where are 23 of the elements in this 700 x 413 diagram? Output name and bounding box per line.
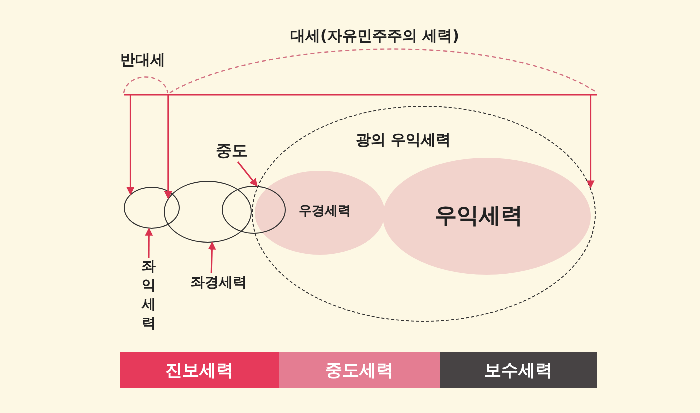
bracket-label: 반대세 bbox=[112, 50, 174, 70]
band-label: 중도세력 bbox=[326, 360, 394, 382]
band-label: 보수세력 bbox=[484, 360, 552, 382]
color-band bbox=[120, 352, 279, 388]
text-label: 중도 bbox=[212, 140, 252, 162]
dashed-ellipse bbox=[252, 106, 596, 322]
color-band bbox=[279, 352, 440, 388]
ellipse-label: 우경세력 bbox=[299, 203, 351, 220]
arrow bbox=[586, 95, 595, 189]
bracket-label: 대세(자유민주주의 세력) bbox=[275, 26, 475, 46]
ellipse-label: 우익세력 bbox=[435, 203, 523, 231]
leader-line bbox=[237, 162, 258, 187]
ellipse bbox=[124, 187, 180, 229]
arrow bbox=[164, 95, 172, 200]
ellipse bbox=[164, 181, 252, 243]
group-label: 광의 우익세력 bbox=[356, 131, 452, 150]
leader-line bbox=[208, 242, 216, 274]
arrow bbox=[126, 95, 135, 196]
text-label: 좌경세력 bbox=[182, 273, 256, 293]
text-label: 좌익세력 bbox=[140, 258, 158, 334]
color-band bbox=[440, 352, 597, 388]
band-label: 진보세력 bbox=[166, 360, 234, 382]
leader-line bbox=[145, 228, 154, 258]
